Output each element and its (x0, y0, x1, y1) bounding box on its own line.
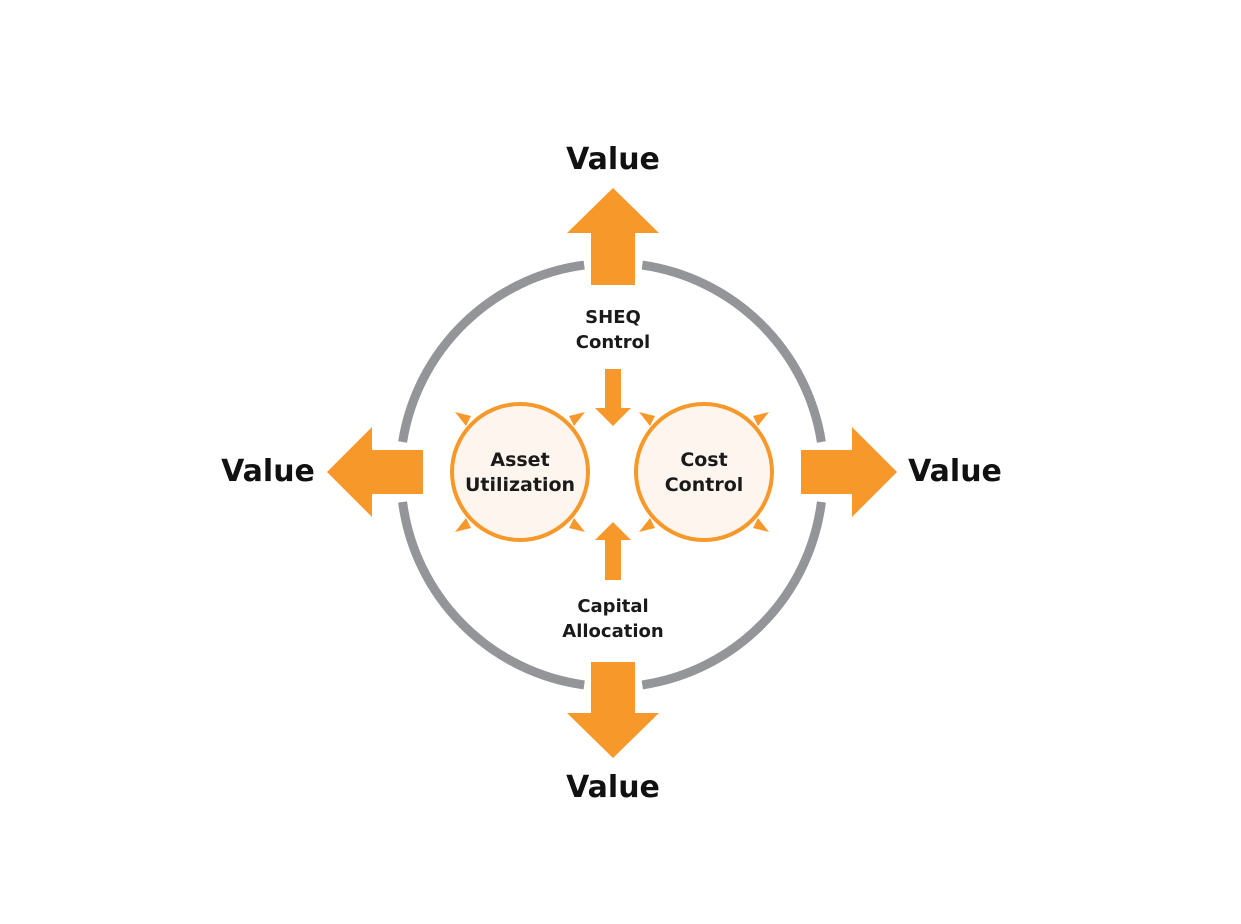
node-label-line2: Control (665, 474, 744, 496)
node-tick-icon (569, 412, 585, 426)
node-tick-icon (639, 518, 655, 532)
arrow-down-icon (567, 662, 659, 758)
output-arrows (327, 188, 897, 758)
input-label-top-line2: Control (576, 332, 650, 353)
node-cost-control: Cost Control (634, 402, 774, 542)
output-label-top: Value (566, 142, 660, 177)
input-label-bottom-line2: Allocation (562, 621, 663, 642)
output-label-bottom: Value (566, 770, 660, 805)
node-tick-icon (569, 518, 585, 532)
arrow-right-icon (801, 427, 897, 517)
input-label-top-line1: SHEQ (585, 307, 641, 328)
node-asset-utilization: Asset Utilization (450, 402, 590, 542)
node-tick-icon (639, 412, 655, 426)
node-label-line2: Utilization (465, 474, 575, 496)
arrow-up-icon (567, 188, 659, 285)
output-label-left: Value (221, 454, 315, 489)
output-label-right: Value (908, 454, 1002, 489)
ring-arc-bottom-left (398, 501, 585, 690)
input-label-bottom-line1: Capital (577, 596, 648, 617)
ring-arc-top-left (398, 260, 585, 443)
input-arrows (595, 369, 631, 580)
node-tick-icon (753, 412, 769, 426)
node-tick-icon (455, 412, 471, 426)
outer-ring (398, 260, 826, 690)
small-arrow-up-icon (595, 522, 631, 580)
node-tick-icon (455, 518, 471, 532)
ring-arc-top-right (641, 260, 826, 443)
node-label-line1: Cost (680, 449, 727, 471)
node-circle (634, 402, 774, 542)
node-tick-icon (753, 518, 769, 532)
ring-arc-bottom-right (641, 501, 826, 690)
small-arrow-down-icon (595, 369, 631, 426)
arrow-left-icon (327, 427, 423, 517)
node-label-line1: Asset (490, 449, 549, 471)
node-circle (450, 402, 590, 542)
